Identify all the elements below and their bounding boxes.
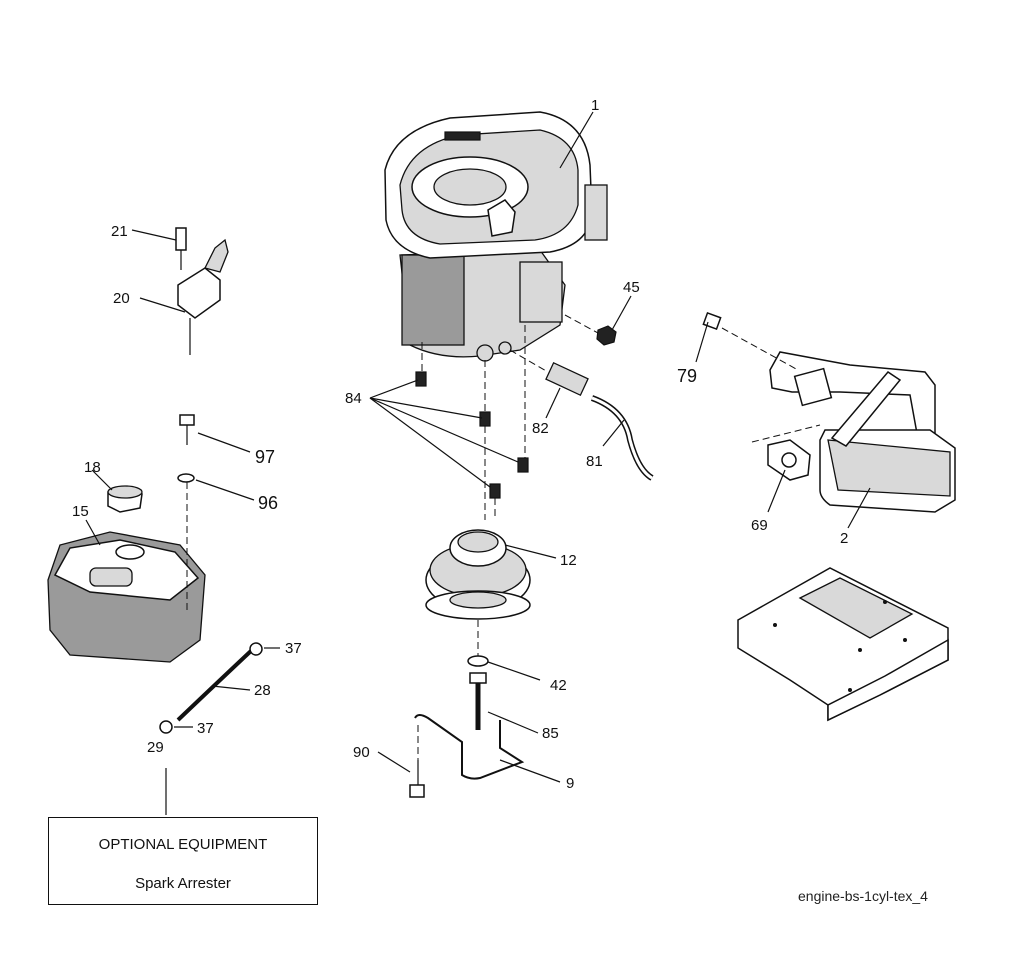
bracket-drawing xyxy=(409,714,525,798)
callout-37-upper: 37 xyxy=(285,640,302,657)
fuel-line-drawing xyxy=(159,642,263,734)
callout-15: 15 xyxy=(72,503,89,520)
callout-labels: 1 2 9 12 15 18 20 21 28 29 37 37 42 45 6… xyxy=(72,97,848,792)
muffler-drawing xyxy=(769,351,956,513)
fuel-tank-drawing xyxy=(47,485,206,663)
callout-18: 18 xyxy=(84,459,101,476)
callout-84: 84 xyxy=(345,390,362,407)
callout-96: 96 xyxy=(258,493,278,513)
optional-equipment-title: OPTIONAL EQUIPMENT xyxy=(98,836,268,853)
callout-69: 69 xyxy=(751,517,768,534)
callout-29: 29 xyxy=(147,739,164,756)
callout-21: 21 xyxy=(111,223,128,240)
throttle-control-drawing xyxy=(175,227,229,355)
callout-45: 45 xyxy=(623,279,640,296)
callout-28: 28 xyxy=(254,682,271,699)
callout-12: 12 xyxy=(560,552,577,569)
diagram-caption: engine-bs-1cyl-tex_4 xyxy=(798,888,928,904)
centerlines xyxy=(417,314,821,760)
callout-2: 2 xyxy=(840,530,848,547)
fuel-pump-drawing xyxy=(545,361,654,481)
callout-82: 82 xyxy=(532,420,549,437)
callout-85: 85 xyxy=(542,725,559,742)
gasket-drawing xyxy=(767,439,811,481)
callout-37-lower: 37 xyxy=(197,720,214,737)
engine-mount-plate-drawing xyxy=(737,567,949,722)
callout-42: 42 xyxy=(550,677,567,694)
pulley-drawing xyxy=(425,529,531,730)
callout-79: 79 xyxy=(677,366,697,386)
callout-9: 9 xyxy=(566,775,574,792)
callout-20: 20 xyxy=(113,290,130,307)
callout-90: 90 xyxy=(353,744,370,761)
engine-bolts-drawing xyxy=(415,312,722,499)
optional-equipment-box: OPTIONAL EQUIPMENT Spark Arrester xyxy=(48,817,318,905)
spark-arrester-label: Spark Arrester xyxy=(135,875,231,892)
callout-1: 1 xyxy=(591,97,599,114)
bolt-97-drawing xyxy=(177,414,195,610)
callout-81: 81 xyxy=(586,453,603,470)
callout-97: 97 xyxy=(255,447,275,467)
leader-lines xyxy=(85,111,871,815)
engine-drawing xyxy=(384,111,608,362)
